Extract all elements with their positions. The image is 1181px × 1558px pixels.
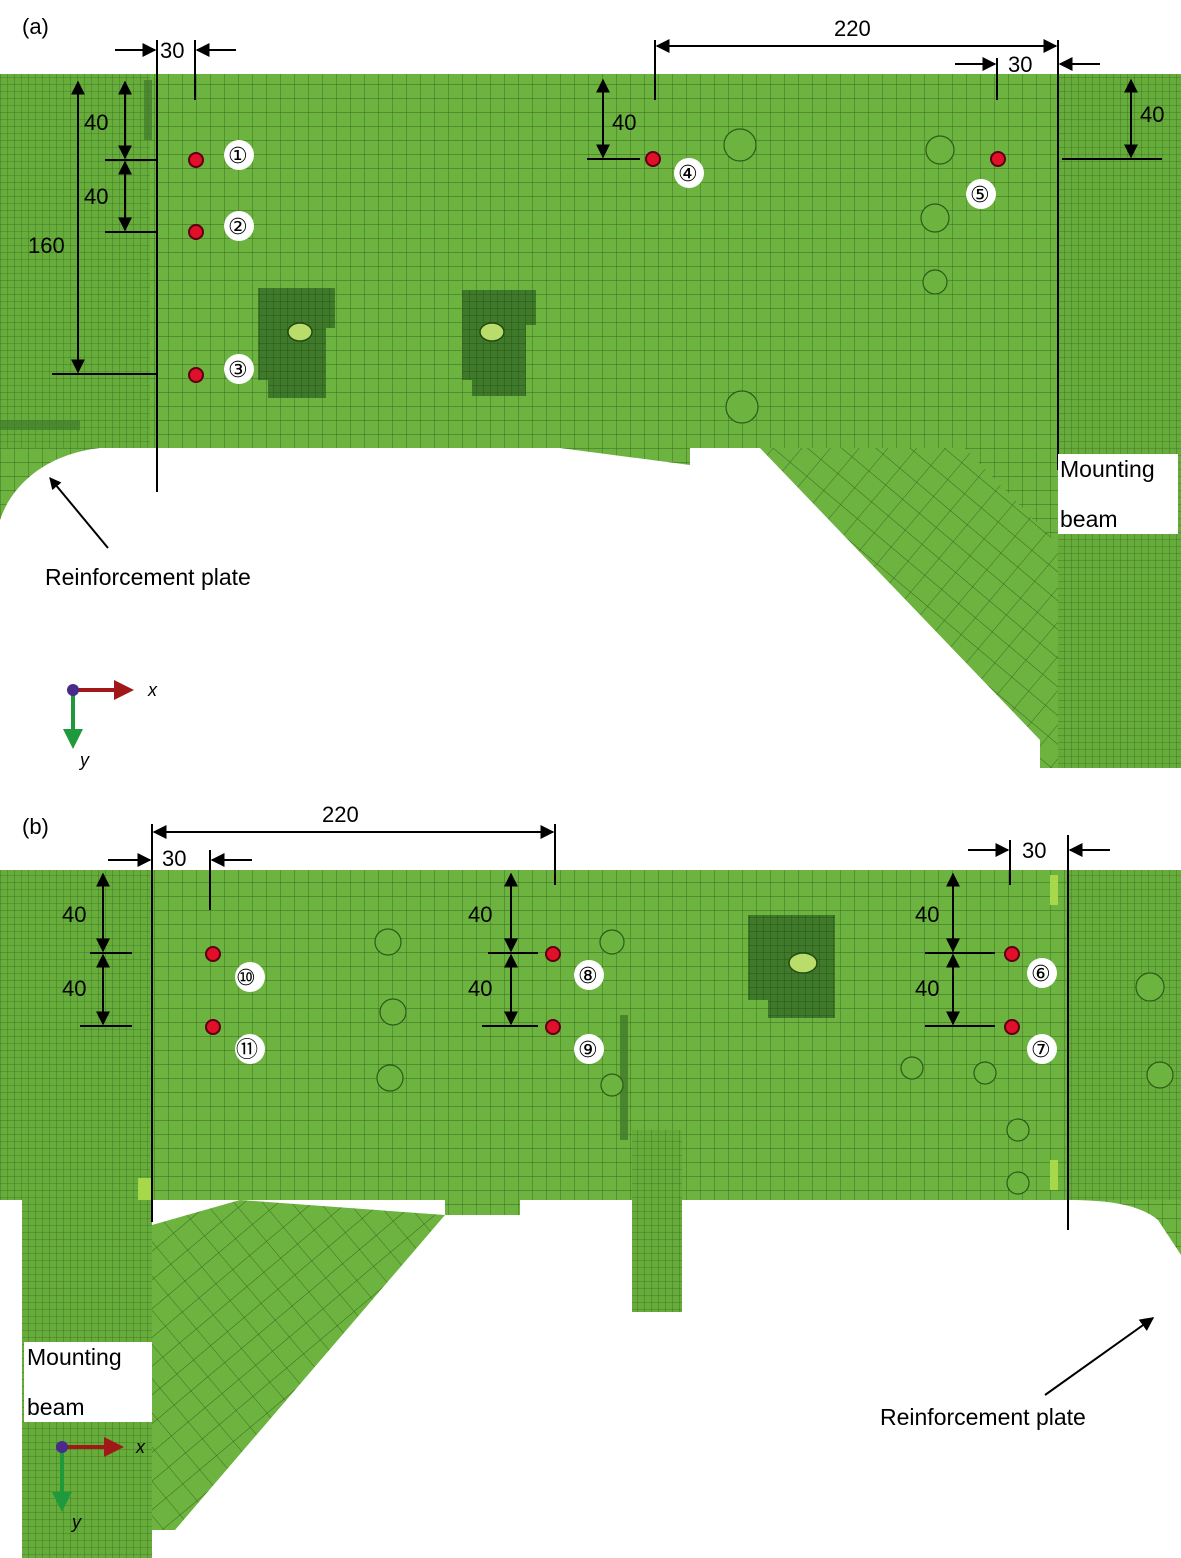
panel-b-dim-40-r1: 40: [915, 902, 939, 927]
panel-a-dim-30-left: 30: [160, 38, 184, 63]
point-6-marker: [1004, 946, 1020, 962]
panel-b-axis-origin: [56, 1441, 68, 1453]
panel-b-dim-40-m1: 40: [468, 902, 492, 927]
panel-a-beam: [0, 74, 1181, 768]
panel-a-point-labels: ① ② ③ ④ ⑤: [224, 140, 996, 384]
panel-a-dim-40-mid: 40: [612, 110, 636, 135]
point-2-marker: [188, 224, 204, 240]
panel-a-reference-lines: [52, 40, 1162, 492]
panel-a-bolt-holes: [723, 128, 955, 424]
point-11-marker: [205, 1019, 221, 1035]
panel-b-axis-y-label: y: [70, 1512, 82, 1532]
point-11-label: ⑪: [236, 1038, 258, 1063]
panel-a-dim-160: 160: [28, 233, 65, 258]
panel-b-dim-40-l1: 40: [62, 902, 86, 927]
point-4-label: ④: [678, 162, 698, 187]
panel-a-axis-origin: [67, 684, 79, 696]
panel-a-axis-y-label: y: [78, 750, 90, 770]
panel-b-strut: [152, 1200, 445, 1530]
panel-a-patch-left: [258, 288, 335, 398]
panel-a-label: (a): [22, 14, 49, 39]
panel-a-dimension-arrows: [49, 39, 1138, 549]
panel-b-dim-40-r2: 40: [915, 976, 939, 1001]
point-9-marker: [545, 1019, 561, 1035]
panel-a-mounting-note-2: beam: [1060, 506, 1118, 532]
panel-a-dim-40-b: 40: [84, 184, 108, 209]
point-5-marker: [990, 151, 1006, 167]
panel-b-axis-x-label: x: [135, 1437, 146, 1457]
panel-a-axis-x-label: x: [147, 680, 158, 700]
panel-b-axis-triad: x y: [52, 1437, 146, 1532]
panel-a-dim-40-right: 40: [1140, 102, 1164, 127]
point-6-label: ⑥: [1031, 962, 1051, 987]
panel-a-mounting-note-1: Mounting: [1060, 456, 1155, 482]
point-1-label: ①: [228, 144, 248, 169]
panel-b-dimension-arrows: [96, 825, 1155, 1396]
panel-b-bolt-holes: [374, 928, 1174, 1195]
point-3-marker: [188, 367, 204, 383]
panel-a-points: [188, 151, 1006, 383]
point-10-label: ⑩: [236, 966, 256, 991]
point-4-marker: [645, 151, 661, 167]
point-7-label: ⑦: [1031, 1038, 1051, 1063]
panel-a-dim-40-a: 40: [84, 110, 108, 135]
point-10-marker: [205, 946, 221, 962]
point-3-label: ③: [228, 358, 248, 383]
panel-a-hole-right: [479, 322, 505, 342]
point-1-marker: [188, 152, 204, 168]
panel-b-dim-40-l2: 40: [62, 976, 86, 1001]
point-8-label: ⑧: [578, 964, 598, 989]
point-5-label: ⑤: [970, 183, 990, 208]
panel-b-mounting-note-1: Mounting: [27, 1344, 122, 1370]
panel-a-patch-right: [462, 290, 536, 396]
point-7-marker: [1004, 1019, 1020, 1035]
panel-b-dim-30-right: 30: [1022, 838, 1046, 863]
panel-a-axis-triad: x y: [63, 680, 158, 770]
panel-a: (a) 30 40 40 160 220 30 40 40 ① ② ③ ④ ⑤: [0, 14, 1181, 770]
panel-b-dim-220: 220: [322, 802, 359, 827]
panel-b-dim-30-left: 30: [162, 846, 186, 871]
panel-b-points: [205, 946, 1020, 1035]
panel-b-hole: [788, 952, 818, 974]
panel-b-point-labels: ⑥ ⑦ ⑧ ⑨ ⑩ ⑪: [235, 958, 1057, 1064]
point-8-marker: [545, 946, 561, 962]
panel-b-reinforcement-note: Reinforcement plate: [880, 1404, 1086, 1430]
panel-b-mounting-note-2: beam: [27, 1394, 85, 1420]
panel-a-hole-left: [287, 322, 313, 342]
point-2-label: ②: [228, 215, 248, 240]
panel-b-reference-lines: [80, 824, 1069, 1230]
panel-b-label: (b): [22, 814, 49, 839]
panel-a-reinforcement-note: Reinforcement plate: [45, 564, 251, 590]
panel-a-dim-30-right: 30: [1008, 52, 1032, 77]
point-9-label: ⑨: [578, 1038, 598, 1063]
panel-a-mounting-column: [1058, 74, 1181, 768]
panel-a-strut: [760, 448, 1058, 768]
panel-b-dim-40-m2: 40: [468, 976, 492, 1001]
panel-a-dim-220: 220: [834, 16, 871, 41]
